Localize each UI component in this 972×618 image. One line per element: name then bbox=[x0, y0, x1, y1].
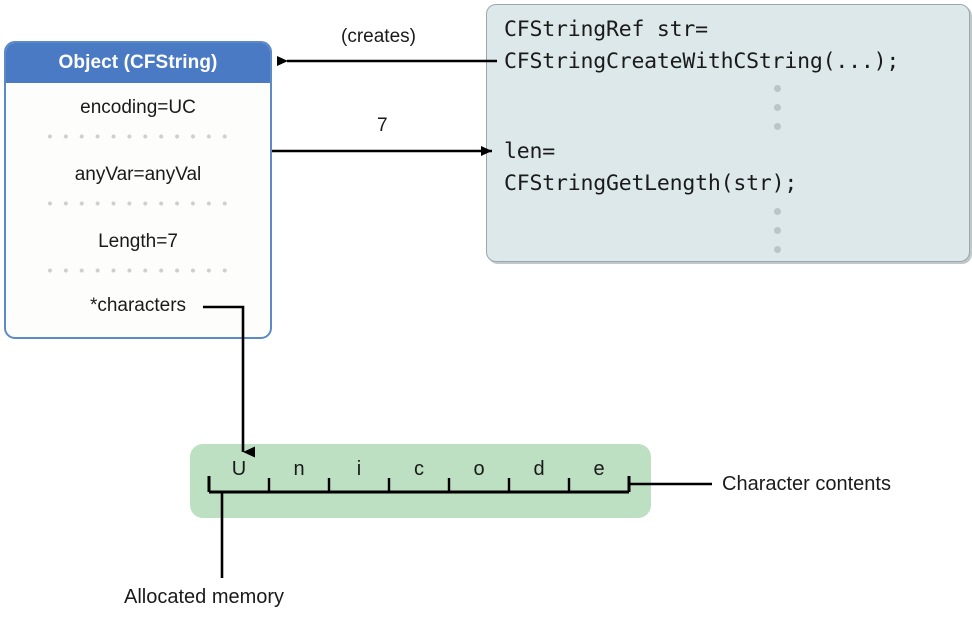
field-length: Length=7 bbox=[98, 231, 178, 252]
object-box-fields: encoding=UC anyVar=anyVal Length=7 *char… bbox=[6, 83, 270, 337]
code-ellipsis-lower bbox=[774, 208, 781, 265]
memory-cell-char: c bbox=[414, 458, 424, 480]
length-return-label: 7 bbox=[377, 115, 388, 136]
field-separator-3 bbox=[42, 268, 232, 273]
object-box-title: Object (CFString) bbox=[6, 43, 270, 83]
memory-cell-char: e bbox=[593, 458, 605, 480]
object-cfstring-box: Object (CFString) encoding=UC anyVar=any… bbox=[4, 41, 272, 339]
code-snippet-box: CFStringRef str= CFStringCreateWithCStri… bbox=[486, 4, 970, 262]
memory-cell-char: n bbox=[293, 458, 305, 480]
memory-cell-char: o bbox=[473, 458, 485, 480]
field-separator-1 bbox=[42, 134, 232, 139]
memory-cell-char: d bbox=[533, 458, 545, 480]
code-line-4: CFStringGetLength(str); bbox=[504, 171, 798, 196]
code-line-2: CFStringCreateWithCString(...); bbox=[504, 49, 900, 74]
creates-arrow-label: (creates) bbox=[341, 26, 416, 47]
field-characters-pointer: *characters bbox=[89, 295, 187, 316]
field-encoding: encoding=UC bbox=[80, 97, 196, 118]
code-line-3: len= bbox=[504, 139, 555, 164]
memory-cell-char: i bbox=[356, 458, 362, 480]
character-contents-label: Character contents bbox=[722, 473, 891, 495]
field-separator-2 bbox=[42, 201, 232, 206]
code-line-1: CFStringRef str= bbox=[504, 17, 708, 42]
allocated-memory-label: Allocated memory bbox=[124, 586, 285, 608]
code-ellipsis-upper bbox=[774, 85, 781, 142]
memory-cell-char: U bbox=[231, 458, 247, 480]
field-anyvar: anyVar=anyVal bbox=[74, 164, 202, 185]
